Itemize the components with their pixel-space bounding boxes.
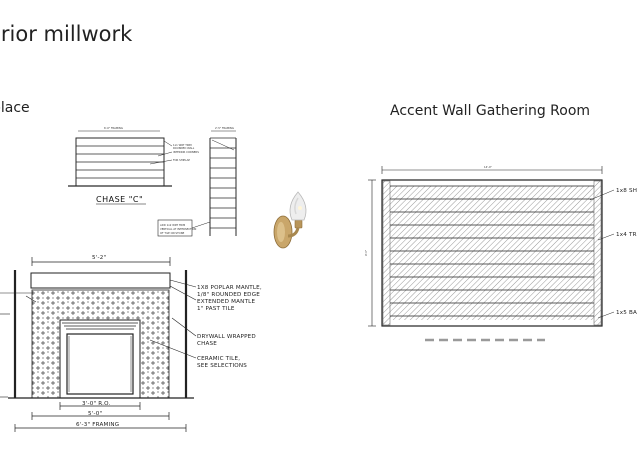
callout-mantle-4: 1" PAST TILE bbox=[197, 306, 235, 312]
fireplace-heading: place bbox=[0, 100, 30, 116]
chase-note: ADD 1x2 WRT TRIM bbox=[160, 223, 185, 227]
svg-text:6'-0" FRAMING: 6'-0" FRAMING bbox=[104, 126, 123, 130]
callout-mantle-2: 1/8" ROUNDED EDGE bbox=[197, 292, 260, 298]
callout-mantle-1: 1X8 POPLAR MANTLE, bbox=[197, 285, 262, 291]
callout-mantle-3: EXTENDED MANTLE bbox=[197, 299, 256, 305]
accent-callout-3: 1x5 BA bbox=[616, 310, 637, 316]
callout-drywall-2: CHASE bbox=[197, 341, 217, 347]
slide-title: erior millwork bbox=[0, 22, 133, 46]
svg-text:INTERIOR CORNERS: INTERIOR CORNERS bbox=[173, 150, 199, 154]
dim-framing: 6'-3" FRAMING bbox=[76, 422, 119, 428]
callout-drywall-1: DRYWALL WRAPPED bbox=[197, 334, 256, 340]
chase-callouts: 1x1 WRT TRIM ROUNDED WALL INTERIOR CORNE… bbox=[173, 143, 199, 162]
svg-text:ROUNDED WALL: ROUNDED WALL bbox=[173, 146, 195, 150]
callout-tile-1: CERAMIC TILE, bbox=[197, 356, 240, 362]
fireplace-elevation bbox=[0, 257, 197, 432]
accent-wall-heading: Accent Wall Gathering Room bbox=[390, 103, 591, 119]
chase-side-section: 2'-5" FRAMING bbox=[157, 126, 237, 237]
svg-text:14'-0": 14'-0" bbox=[484, 165, 492, 169]
svg-text:9'-0": 9'-0" bbox=[364, 250, 368, 256]
svg-text:2'-5" FRAMING: 2'-5" FRAMING bbox=[215, 126, 234, 130]
dim-ro: 3'-0" R.O. bbox=[82, 401, 110, 407]
wall-sconce-photo bbox=[273, 191, 307, 249]
svg-text:1x1 WRT TRIM: 1x1 WRT TRIM bbox=[173, 143, 192, 147]
accent-callout-2: 1x4 TR bbox=[616, 232, 637, 238]
accent-callout-1: 1x8 SH bbox=[616, 188, 637, 194]
dim-top: 5'-2" bbox=[92, 255, 106, 261]
chase-label: CHASE "C" bbox=[96, 195, 143, 204]
accent-wall-elevation: 14'-0" 9'-0" bbox=[364, 165, 615, 342]
chase-elevation: 6'-0" FRAMING bbox=[68, 126, 173, 187]
svg-text:FOR SHIPLAP: FOR SHIPLAP bbox=[173, 158, 190, 162]
svg-text:VERTICAL AT INTERSECTION: VERTICAL AT INTERSECTION bbox=[160, 227, 196, 231]
dim-opening: 5'-0" bbox=[88, 411, 102, 417]
callout-tile-2: SEE SELECTIONS bbox=[197, 363, 247, 369]
svg-text:OF TILE ON STONE: OF TILE ON STONE bbox=[160, 231, 185, 235]
